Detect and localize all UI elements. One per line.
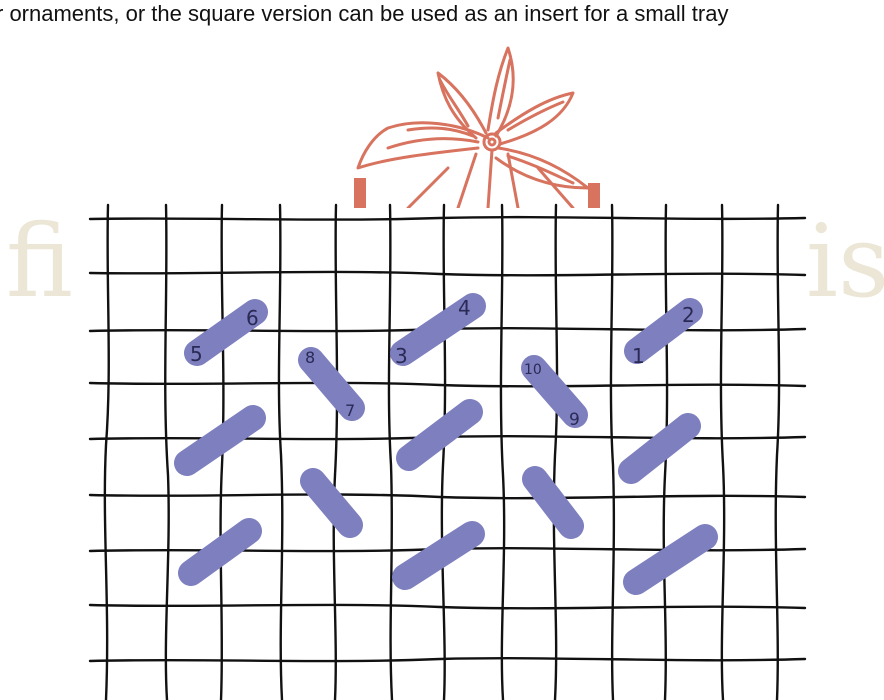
stitch-number-1: 1	[632, 344, 645, 368]
stitch	[313, 481, 350, 525]
stitch-number-9: 9	[569, 410, 580, 430]
stitch-number-7: 7	[345, 401, 355, 420]
grid-line	[90, 494, 805, 498]
stitch-number-2: 2	[682, 303, 695, 327]
grid-line	[554, 205, 557, 700]
stitch-number-5: 5	[190, 342, 203, 366]
grid-line	[90, 658, 805, 661]
stitch	[636, 537, 705, 582]
stitch-number-6: 6	[246, 306, 259, 330]
flower-logo-icon	[348, 18, 608, 208]
stitch-number-3: 3	[395, 344, 408, 368]
stitch	[631, 426, 688, 471]
grid-line	[90, 272, 805, 275]
grid-line	[105, 205, 109, 700]
stitch	[187, 418, 253, 463]
grid-line	[611, 205, 614, 700]
grid-line	[90, 605, 805, 608]
stitch-number-4: 4	[458, 296, 471, 320]
grid-line	[776, 205, 779, 700]
stitch	[409, 412, 470, 458]
grid-line	[90, 383, 805, 386]
stitch-diagram: 5 6 8 7 3 4 10 9 1 2	[0, 185, 884, 700]
stitch	[191, 531, 249, 573]
grid-line	[389, 205, 392, 700]
grid-line	[334, 205, 337, 700]
stitch-number-10: 10	[524, 362, 542, 378]
stitches	[187, 306, 705, 582]
grid-line	[442, 205, 445, 700]
stitch-number-8: 8	[305, 348, 315, 367]
grid-line	[279, 205, 282, 700]
stitch	[405, 534, 472, 577]
grid-line	[501, 205, 504, 700]
stitch	[535, 479, 571, 526]
grid-line	[721, 205, 724, 700]
grid-line	[90, 217, 805, 219]
grid-line	[165, 205, 168, 700]
